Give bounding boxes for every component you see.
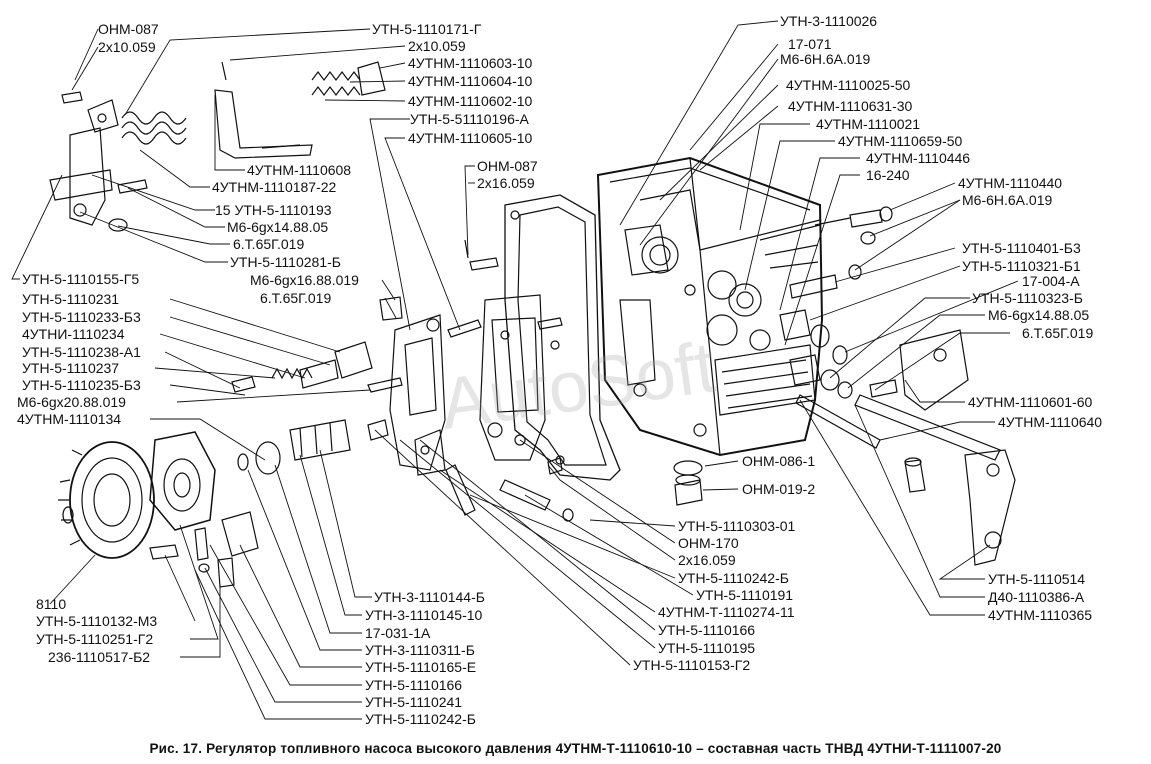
part-label: 4УТНМ-1110025-50 bbox=[786, 77, 911, 93]
part-label: 4УТНМ-1110446 bbox=[866, 150, 971, 166]
part-label: УТН-5-51110196-А bbox=[410, 111, 529, 127]
spring-small bbox=[311, 71, 361, 81]
part-label: 2х10.059 bbox=[98, 39, 156, 55]
part-label: УТН-5-1110323-Б bbox=[972, 290, 1083, 306]
part-label: 4УТНМ-1110631-30 bbox=[788, 98, 913, 114]
part-label: УТН-5-1110242-Б bbox=[365, 711, 476, 727]
part-label: 2х16.059 bbox=[678, 552, 736, 568]
part-label: УТН-5-1110166 bbox=[365, 677, 463, 693]
part-label: УТН-5-1110281-Б bbox=[230, 254, 341, 270]
part-label: УТН-5-1110242-Б bbox=[678, 570, 789, 586]
part-label: М6-6gх16.88.019 bbox=[250, 272, 359, 288]
part-label: 17-071 bbox=[788, 36, 832, 52]
part-label: УТН-3-1110026 bbox=[780, 13, 878, 29]
part-label: М6-6Н.6А.019 bbox=[780, 51, 871, 67]
part-label: М6-6gх20.88.019 bbox=[17, 394, 126, 410]
part-label: 4УТНМ-1110021 bbox=[816, 116, 921, 132]
clip bbox=[357, 61, 386, 96]
part-label: УТН-5-1110303-01 bbox=[678, 518, 796, 534]
part-label: 6.Т.65Г.019 bbox=[1022, 325, 1094, 341]
part-label: М6-6gх14.88.05 bbox=[227, 219, 329, 235]
part-label: М6-6gх14.88.05 bbox=[988, 307, 1090, 323]
part-label: УТН-5-1110153-Г2 bbox=[633, 657, 751, 673]
regulator-housing bbox=[596, 156, 824, 457]
part-label: 4УТНМ-Т-1110274-11 bbox=[658, 604, 795, 620]
link-bar bbox=[214, 89, 313, 159]
part-label: УТН-5-1110191 bbox=[696, 587, 794, 603]
part-label: УТН-5-1110241 bbox=[365, 694, 463, 710]
figure-caption: Рис. 17. Регулятор топливного насоса выс… bbox=[149, 741, 1002, 756]
washer bbox=[62, 506, 74, 524]
part-label: УТН-3-1110311-Б bbox=[365, 642, 475, 658]
part-label: ОНМ-086-1 bbox=[742, 453, 816, 469]
part-label: 17-031-1А bbox=[365, 625, 431, 641]
part-label: 4УТНМ-1110365 bbox=[988, 607, 1093, 623]
part-label: УТН-5-1110401-Б3 bbox=[962, 240, 1081, 256]
part-label: Д40-1110386-А bbox=[988, 589, 1085, 605]
shaft bbox=[795, 394, 881, 449]
carrier-plate bbox=[479, 294, 546, 461]
part-label: 4УТНМ-1110601-60 bbox=[968, 394, 1093, 410]
part-label: УТН-5-1110171-Г bbox=[372, 21, 482, 37]
part-label: УТН-3-1110145-10 bbox=[365, 607, 483, 623]
part-label: УТН-5-1110166 bbox=[658, 622, 756, 638]
part-label: 2х10.059 bbox=[408, 38, 466, 54]
lever-assembly bbox=[389, 314, 446, 476]
right-lever bbox=[854, 329, 1016, 566]
part-label: УТН-5-1110235-Б3 bbox=[22, 377, 141, 393]
part-label: 4УТНМ-1110659-50 bbox=[838, 133, 963, 149]
part-label: 8110 bbox=[36, 596, 67, 612]
part-label: 6.Т.65Г.019 bbox=[233, 236, 305, 252]
part-label: 4УТНМ-1110134 bbox=[17, 411, 122, 427]
part-label: М6-6Н.6А.019 bbox=[962, 192, 1053, 208]
part-label: ОНМ-087 bbox=[98, 21, 159, 37]
spring-large bbox=[121, 111, 187, 145]
part-label: 2х16.059 bbox=[477, 175, 535, 191]
part-label: УТН-5-1110195 bbox=[658, 640, 756, 656]
part-label: УТН-5-1110251-Г2 bbox=[36, 631, 154, 647]
part-label: ОНМ-087 bbox=[477, 158, 538, 174]
part-label: УТН-5-1110514 bbox=[988, 571, 1086, 587]
part-label: УТН-5-1110233-Б3 bbox=[22, 309, 141, 325]
part-label: 4УТНИ-1110234 bbox=[22, 326, 125, 342]
part-label: 15 УТН-5-1110193 bbox=[215, 202, 332, 218]
part-label: 16-240 bbox=[866, 167, 910, 183]
part-label: 4УТНМ-1110605-10 bbox=[408, 130, 533, 146]
part-label: УТН-5-1110238-А1 bbox=[22, 344, 141, 360]
part-label: 4УТНМ-1110440 bbox=[958, 175, 1063, 191]
part-label: 236-1110517-Б2 bbox=[48, 649, 151, 665]
part-label: 4УТНМ-1110640 bbox=[998, 414, 1103, 430]
part-label: УТН-5-1110321-Б1 bbox=[962, 258, 1081, 274]
washer-bottom bbox=[673, 460, 703, 476]
part-label: 6.Т.65Г.019 bbox=[260, 290, 332, 306]
part-label: УТН-5-1110231 bbox=[22, 291, 120, 307]
part-label: 4УТНМ-1110603-10 bbox=[408, 55, 533, 71]
part-label: УТН-5-1110132-М3 bbox=[36, 613, 158, 629]
part-label: 4УТНМ-1110608 bbox=[247, 162, 352, 178]
part-label: 17-004-А bbox=[1022, 273, 1080, 289]
part-label: УТН-5-1110237 bbox=[22, 360, 120, 376]
flyweight-hub bbox=[149, 431, 216, 531]
bushing bbox=[334, 341, 373, 379]
part-label: УТН-3-1110144-Б bbox=[374, 589, 485, 605]
part-label: ОНМ-170 bbox=[678, 535, 739, 551]
top-left-lever bbox=[49, 99, 128, 232]
sleeve bbox=[289, 419, 351, 461]
part-label: 4УТНМ-1110187-22 bbox=[212, 179, 337, 195]
part-label: УТН-5-1110165-Е bbox=[365, 659, 477, 675]
pin bbox=[61, 91, 574, 522]
part-label: 4УТНМ-1110604-10 bbox=[408, 73, 533, 89]
part-label: УТН-5-1110155-Г5 bbox=[22, 271, 140, 287]
part-label: 4УТНМ-1110602-10 bbox=[408, 93, 533, 109]
part-label: ОНМ-019-2 bbox=[742, 481, 816, 497]
gasket bbox=[504, 194, 621, 481]
drive-gear bbox=[58, 441, 155, 559]
leader-lines bbox=[11, 20, 1019, 720]
